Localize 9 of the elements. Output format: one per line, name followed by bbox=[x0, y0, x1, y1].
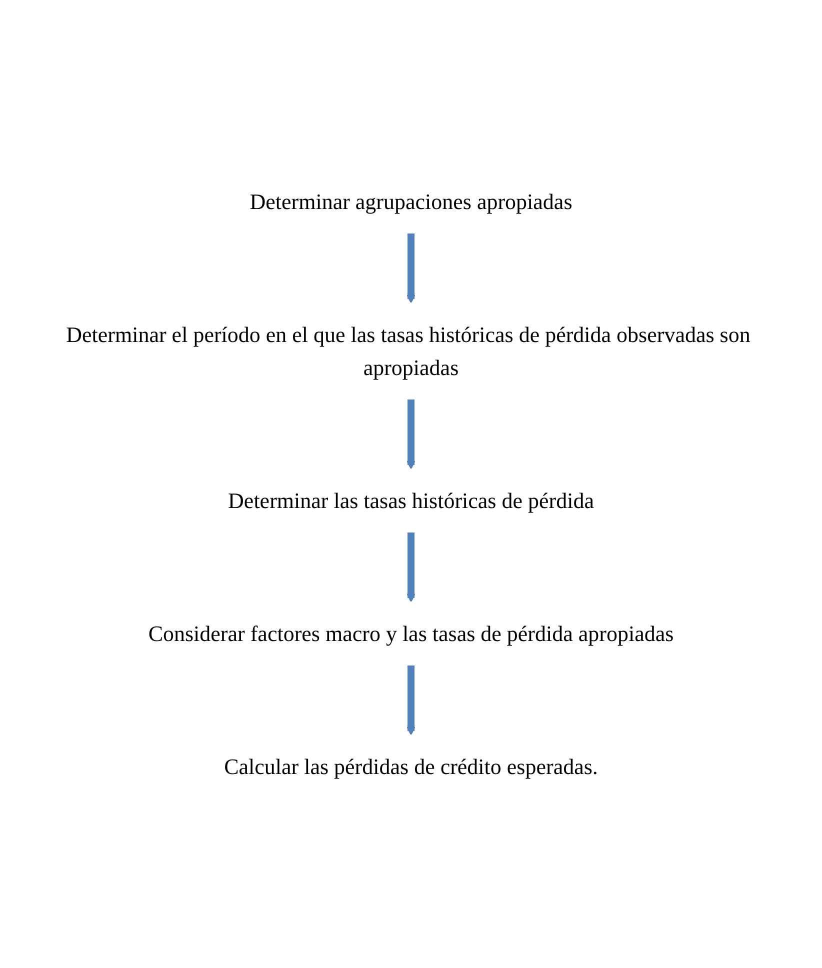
arrow bbox=[406, 233, 416, 304]
node-text: Determinar agrupaciones apropiadas bbox=[250, 189, 572, 214]
node-text: Determinar las tasas históricas de pérdida bbox=[228, 488, 594, 513]
node-text: Determinar el período en el que las tasas históricas de pérdida observadas son apropiadas bbox=[66, 322, 750, 380]
arrow bbox=[406, 399, 416, 470]
arrow bbox=[406, 532, 416, 602]
arrow bbox=[406, 665, 416, 736]
node-text: Considerar factores macro y las tasas de pérdida apropiadas bbox=[148, 621, 674, 646]
node-text: Calcular las pérdidas de crédito esperadas. bbox=[224, 754, 598, 779]
